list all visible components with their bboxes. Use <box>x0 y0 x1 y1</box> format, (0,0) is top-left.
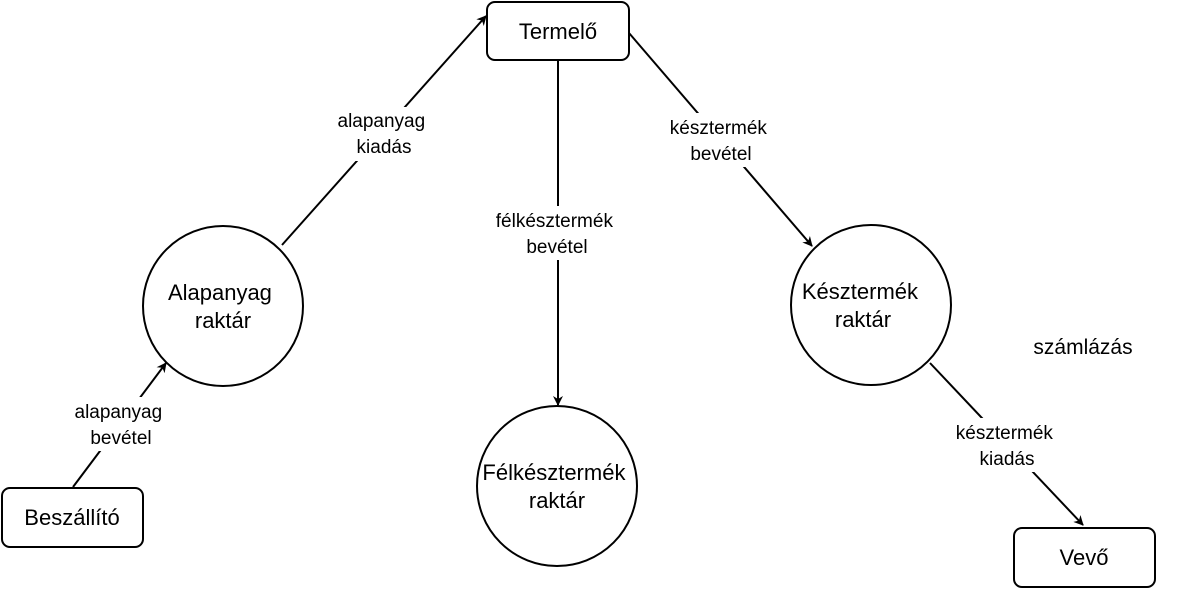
edge-label-kesztermek-bevetel: késztermék bevétel <box>670 118 772 165</box>
node-beszallito: Beszállító <box>1 487 144 548</box>
edge-label-line: bevétel <box>690 144 751 165</box>
node-label: Termelő <box>519 19 597 44</box>
node-label-line: Alapanyag <box>168 280 272 305</box>
edge-label-line: késztermék <box>670 118 768 139</box>
node-vevo: Vevő <box>1013 527 1156 588</box>
node-label-line: raktár <box>529 488 585 513</box>
node-label: Beszállító <box>24 505 119 530</box>
node-label-line: Késztermék <box>802 279 919 304</box>
node-label-line: raktár <box>835 307 891 332</box>
free-label-szamlazas: számlázás <box>1033 336 1132 359</box>
edge-label-line: alapanyag <box>338 111 426 132</box>
node-label: Késztermék raktár <box>802 279 924 332</box>
node-alapanyag-raktar: Alapanyag raktár <box>142 225 304 387</box>
edge-label-line: félkésztermék <box>496 211 614 232</box>
edge-label-alapanyag-kiadas: alapanyag kiadás <box>338 111 431 158</box>
edge-label-line: alapanyag <box>75 402 163 423</box>
edge-label-line: kiadás <box>357 137 412 158</box>
edge-label-alapanyag-bevetel: alapanyag bevétel <box>75 402 168 449</box>
edge-label-felkesztermek-bevetel: félkésztermék bevétel <box>496 211 618 258</box>
edge-label-line: bevétel <box>526 237 587 258</box>
node-label-line: raktár <box>195 308 251 333</box>
node-label: Félkésztermék raktár <box>482 460 631 513</box>
node-label-line: Félkésztermék <box>482 460 626 485</box>
edge-label-line: kiadás <box>980 449 1035 470</box>
edge-label-kesztermek-kiadas: késztermék kiadás <box>956 423 1058 470</box>
node-kesztermek-raktar: Késztermék raktár <box>790 224 952 386</box>
node-termelo: Termelő <box>486 1 630 61</box>
edge-label-line: bevétel <box>90 428 151 449</box>
edge-label-line: késztermék <box>956 423 1054 444</box>
node-label: Alapanyag raktár <box>168 280 278 333</box>
node-label: Vevő <box>1060 545 1109 570</box>
node-felkesztermek-raktar: Félkésztermék raktár <box>476 405 638 567</box>
